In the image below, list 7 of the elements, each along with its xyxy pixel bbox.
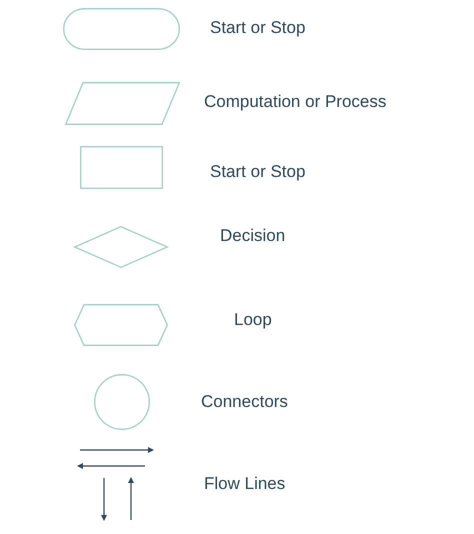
symbol-label: Loop [234, 310, 272, 330]
symbol-label: Connectors [201, 392, 288, 412]
symbol-label: Decision [220, 226, 286, 246]
symbol-label: Computation or Process [204, 92, 386, 112]
symbol-label: Start or Stop [210, 162, 306, 182]
symbol-label: Start or Stop [210, 18, 306, 38]
symbol-label: Flow Lines [204, 474, 286, 494]
